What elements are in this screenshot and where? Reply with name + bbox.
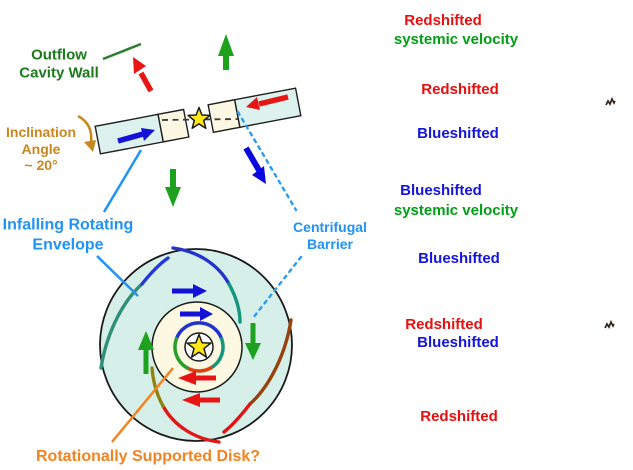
centrifugal-dashed-line-lower <box>251 255 303 320</box>
spiral-arm-w-blue <box>140 256 170 286</box>
faceon-arrow-red-inner-icon <box>178 371 216 385</box>
outflow-arrow-down-green-icon <box>165 169 181 207</box>
pointer-line-envelope-lower <box>96 255 139 297</box>
bar-envelope-left <box>94 113 165 155</box>
annotation-lines <box>96 110 303 320</box>
ring-arc-green <box>173 337 189 370</box>
ring-arc-blue <box>174 321 224 341</box>
faceon-arrow-green-down-icon <box>245 323 261 360</box>
pointer-line-envelope-upper <box>102 149 143 213</box>
bar-disk-left <box>157 108 190 143</box>
centrifugal-dashed-line-upper <box>236 110 298 212</box>
spiral-arm-e-maroon <box>248 318 293 406</box>
spiral-streamlines <box>99 246 293 444</box>
faceon-arrow-blue-inner-icon <box>180 307 213 321</box>
rotation-ring-icon <box>173 321 225 373</box>
bar-rotation-arrow-blue-icon <box>117 128 155 144</box>
outflow-arrow-red-icon <box>133 57 154 93</box>
edge-on-view <box>77 34 302 207</box>
observer-marks <box>604 96 616 329</box>
spiral-arm-s-red <box>161 404 221 444</box>
spiral-arm-w-teal <box>99 282 144 370</box>
ring-arc-teal <box>209 337 225 370</box>
faceon-arrow-blue-outer-icon <box>172 284 207 298</box>
spiral-arm-n-blue <box>171 246 231 286</box>
outflow-arrow-up-green-icon <box>218 34 234 70</box>
observer-mark-bottom-icon <box>604 319 615 329</box>
outflow-arrow-blue-icon <box>243 146 266 184</box>
faceon-arrow-red-outer-icon <box>182 393 220 407</box>
faceon-arrow-green-up-icon <box>138 331 154 374</box>
spiral-arm-n-teal <box>227 282 242 324</box>
cavity-wall-line <box>102 42 142 61</box>
inclination-arrow-icon <box>77 114 96 152</box>
central-star-edgeon-icon <box>187 106 211 130</box>
bar-rotation-arrow-red-icon <box>246 94 289 110</box>
dashed-midplane-line <box>161 118 239 121</box>
face-on-view <box>99 246 293 444</box>
pointer-line-disk <box>111 367 174 443</box>
central-star-faceon-icon <box>186 333 212 358</box>
spiral-arm-e-red <box>222 402 252 434</box>
face-on-arrows <box>138 284 261 407</box>
observer-mark-top-icon <box>605 96 616 106</box>
ring-arc-red <box>185 366 213 373</box>
